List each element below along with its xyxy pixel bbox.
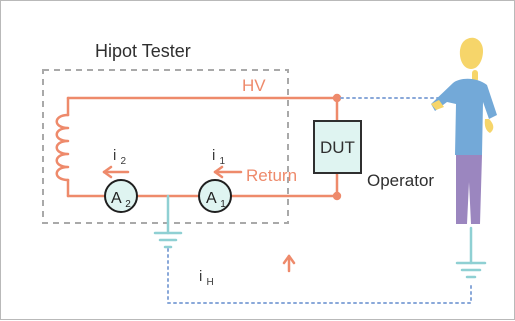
- ih-label: i H: [199, 268, 214, 288]
- i2-arrow-head: [102, 165, 113, 179]
- a2-label: A 2: [111, 190, 131, 210]
- operator-pants: [456, 155, 482, 224]
- ground-return-path: [167, 248, 472, 304]
- hipot-tester-label: Hipot Tester: [95, 41, 191, 61]
- operator-shirt: [431, 78, 497, 155]
- hv-junction: [332, 93, 342, 103]
- hv-label: HV: [242, 76, 266, 95]
- ammeter-a1: [198, 179, 232, 213]
- stray-current-path: [167, 97, 472, 304]
- ammeter-a2: [104, 179, 138, 213]
- ih-arrow-head: [282, 254, 296, 265]
- hipot-tester-enclosure: [42, 69, 289, 224]
- i2-subscript: 2: [121, 156, 127, 167]
- i2-label: i 2: [113, 147, 127, 167]
- i1-arrow-head: [213, 165, 224, 179]
- a1-subscript: 1: [220, 199, 226, 210]
- i1-label: i 1: [212, 147, 226, 167]
- a1-base: A: [206, 190, 217, 207]
- operator-right-hand: [484, 119, 494, 133]
- dut-box: [313, 120, 362, 174]
- a2-base: A: [111, 190, 122, 207]
- i1-base: i: [212, 147, 215, 164]
- i1-subscript: 1: [220, 156, 226, 167]
- coil-icon: [55, 113, 70, 182]
- ih-subscript: H: [207, 277, 214, 288]
- ih-base: i: [199, 268, 202, 285]
- operator-head: [459, 37, 483, 69]
- return-label: Return: [246, 166, 297, 185]
- i2-base: i: [113, 147, 116, 164]
- ground-network: [153, 194, 487, 279]
- operator-left-hand: [431, 100, 444, 110]
- dut-label: DUT: [320, 138, 355, 157]
- return-junction: [332, 191, 342, 201]
- operator-label: Operator: [367, 171, 434, 190]
- a2-subscript: 2: [125, 199, 131, 210]
- a1-label: A 1: [206, 190, 226, 210]
- person-figure-icon: [431, 37, 497, 224]
